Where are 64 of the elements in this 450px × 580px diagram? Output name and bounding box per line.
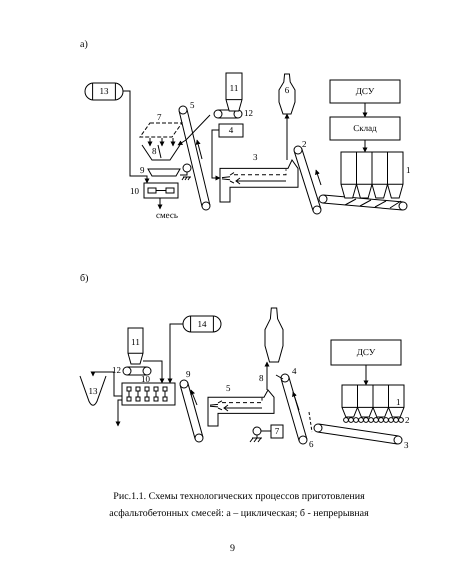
callout-number: 1 bbox=[396, 398, 400, 407]
callout-number: 10 bbox=[141, 375, 150, 384]
unit-number: ДСУ bbox=[356, 87, 374, 96]
unit-box bbox=[330, 117, 400, 140]
callout-number: 7 bbox=[157, 113, 162, 122]
mixer-drawing bbox=[144, 183, 178, 198]
callout-number: 12 bbox=[244, 109, 253, 118]
unit-number: 7 bbox=[274, 427, 280, 436]
drum-dryer-drawing bbox=[208, 390, 274, 426]
arrow bbox=[362, 140, 368, 152]
unit-number: 11 bbox=[230, 84, 238, 92]
callout-number: 8 bbox=[152, 147, 156, 156]
arrow bbox=[264, 362, 270, 390]
panel-label: а) bbox=[80, 40, 88, 50]
output-label: смесь bbox=[156, 210, 178, 220]
callout-number: 8 bbox=[259, 374, 264, 383]
callout-number: 5 bbox=[190, 101, 194, 110]
silo-drawing bbox=[128, 328, 143, 364]
callout-number: 3 bbox=[253, 153, 258, 162]
drum-dryer-drawing bbox=[220, 160, 298, 202]
unit-box bbox=[330, 80, 400, 103]
callout-number: 2 bbox=[302, 140, 306, 149]
arrow bbox=[142, 360, 164, 384]
callout-number: 9 bbox=[186, 370, 190, 379]
unit-number: 6 bbox=[284, 86, 290, 94]
mixer-drawing bbox=[122, 383, 175, 405]
unit-box bbox=[331, 340, 401, 365]
hopper-drawing bbox=[80, 376, 106, 406]
arrow bbox=[168, 324, 184, 384]
arrow bbox=[90, 372, 122, 396]
unit-number: 4 bbox=[228, 126, 234, 135]
callout-number: 1 bbox=[406, 166, 410, 175]
arrow bbox=[122, 90, 150, 184]
feed-bins-drawing bbox=[341, 152, 403, 198]
callout-number: 10 bbox=[130, 187, 139, 196]
arrow bbox=[364, 364, 368, 386]
arrow bbox=[116, 400, 122, 426]
callout-number: 3 bbox=[404, 441, 408, 450]
unit-number: 11 bbox=[131, 338, 140, 346]
unit-box bbox=[271, 425, 283, 438]
callout-number: 4 bbox=[292, 367, 296, 376]
unit-number: ДСУ bbox=[356, 348, 376, 357]
callout-number: 6 bbox=[309, 440, 314, 449]
figure-caption: Рис.1.1. Схемы технологических процессов приготовления асфальтобетонных смесей: а – циклическая; б - непрерывная bbox=[108, 490, 370, 521]
arrow bbox=[158, 198, 162, 210]
cyclone-drawing bbox=[265, 308, 283, 362]
arrow bbox=[212, 130, 220, 180]
unit-number: Склад bbox=[353, 124, 377, 133]
panel-label: б) bbox=[80, 274, 88, 284]
callout-number: 9 bbox=[140, 166, 144, 175]
unit-number: 13 bbox=[100, 87, 108, 96]
unit-number: 14 bbox=[198, 320, 206, 328]
silo-drawing bbox=[226, 73, 242, 111]
unit-box bbox=[219, 124, 243, 137]
page-number: 9 bbox=[230, 544, 235, 554]
callout-number: 5 bbox=[226, 384, 230, 393]
tank-drawing bbox=[85, 83, 123, 100]
feed-bins-drawing bbox=[342, 385, 404, 417]
unit-number: 13 bbox=[88, 386, 98, 396]
cyclone-drawing bbox=[279, 74, 295, 114]
arrow bbox=[362, 102, 368, 118]
tank-drawing bbox=[183, 316, 221, 332]
callout-number: 2 bbox=[405, 416, 410, 425]
arrow bbox=[284, 114, 290, 160]
